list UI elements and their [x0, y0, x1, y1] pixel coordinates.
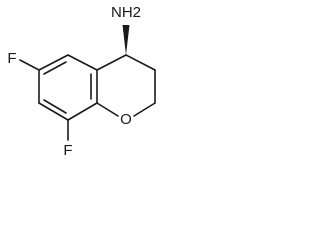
structure-diagram: NH2 O F F: [7, 4, 156, 159]
bond-c8-c8a: [67, 102, 98, 121]
bond-c4a-c4: [96, 54, 127, 71]
amine-label: NH2: [111, 4, 141, 21]
bond-c7-f: [19, 59, 40, 71]
bond-c2-o: [133, 102, 156, 117]
double-bond-c7-c8-inner: [43, 99, 67, 114]
fluorine-top-label: F: [7, 50, 16, 67]
oxygen-label: O: [120, 111, 132, 128]
bond-c5-c6: [38, 54, 69, 71]
bond-c4-c3: [125, 54, 156, 71]
bond-c4a-c5: [67, 54, 98, 71]
stereo-wedge-bond: [122, 25, 130, 55]
bond-c7-c8: [38, 102, 69, 121]
pyran-ring: [96, 54, 156, 117]
fluorine-bottom-label: F: [63, 142, 72, 159]
benzene-ring: [38, 54, 98, 121]
bond-o-c8a: [96, 102, 119, 117]
double-bond-c5-c6-inner: [43, 61, 67, 75]
